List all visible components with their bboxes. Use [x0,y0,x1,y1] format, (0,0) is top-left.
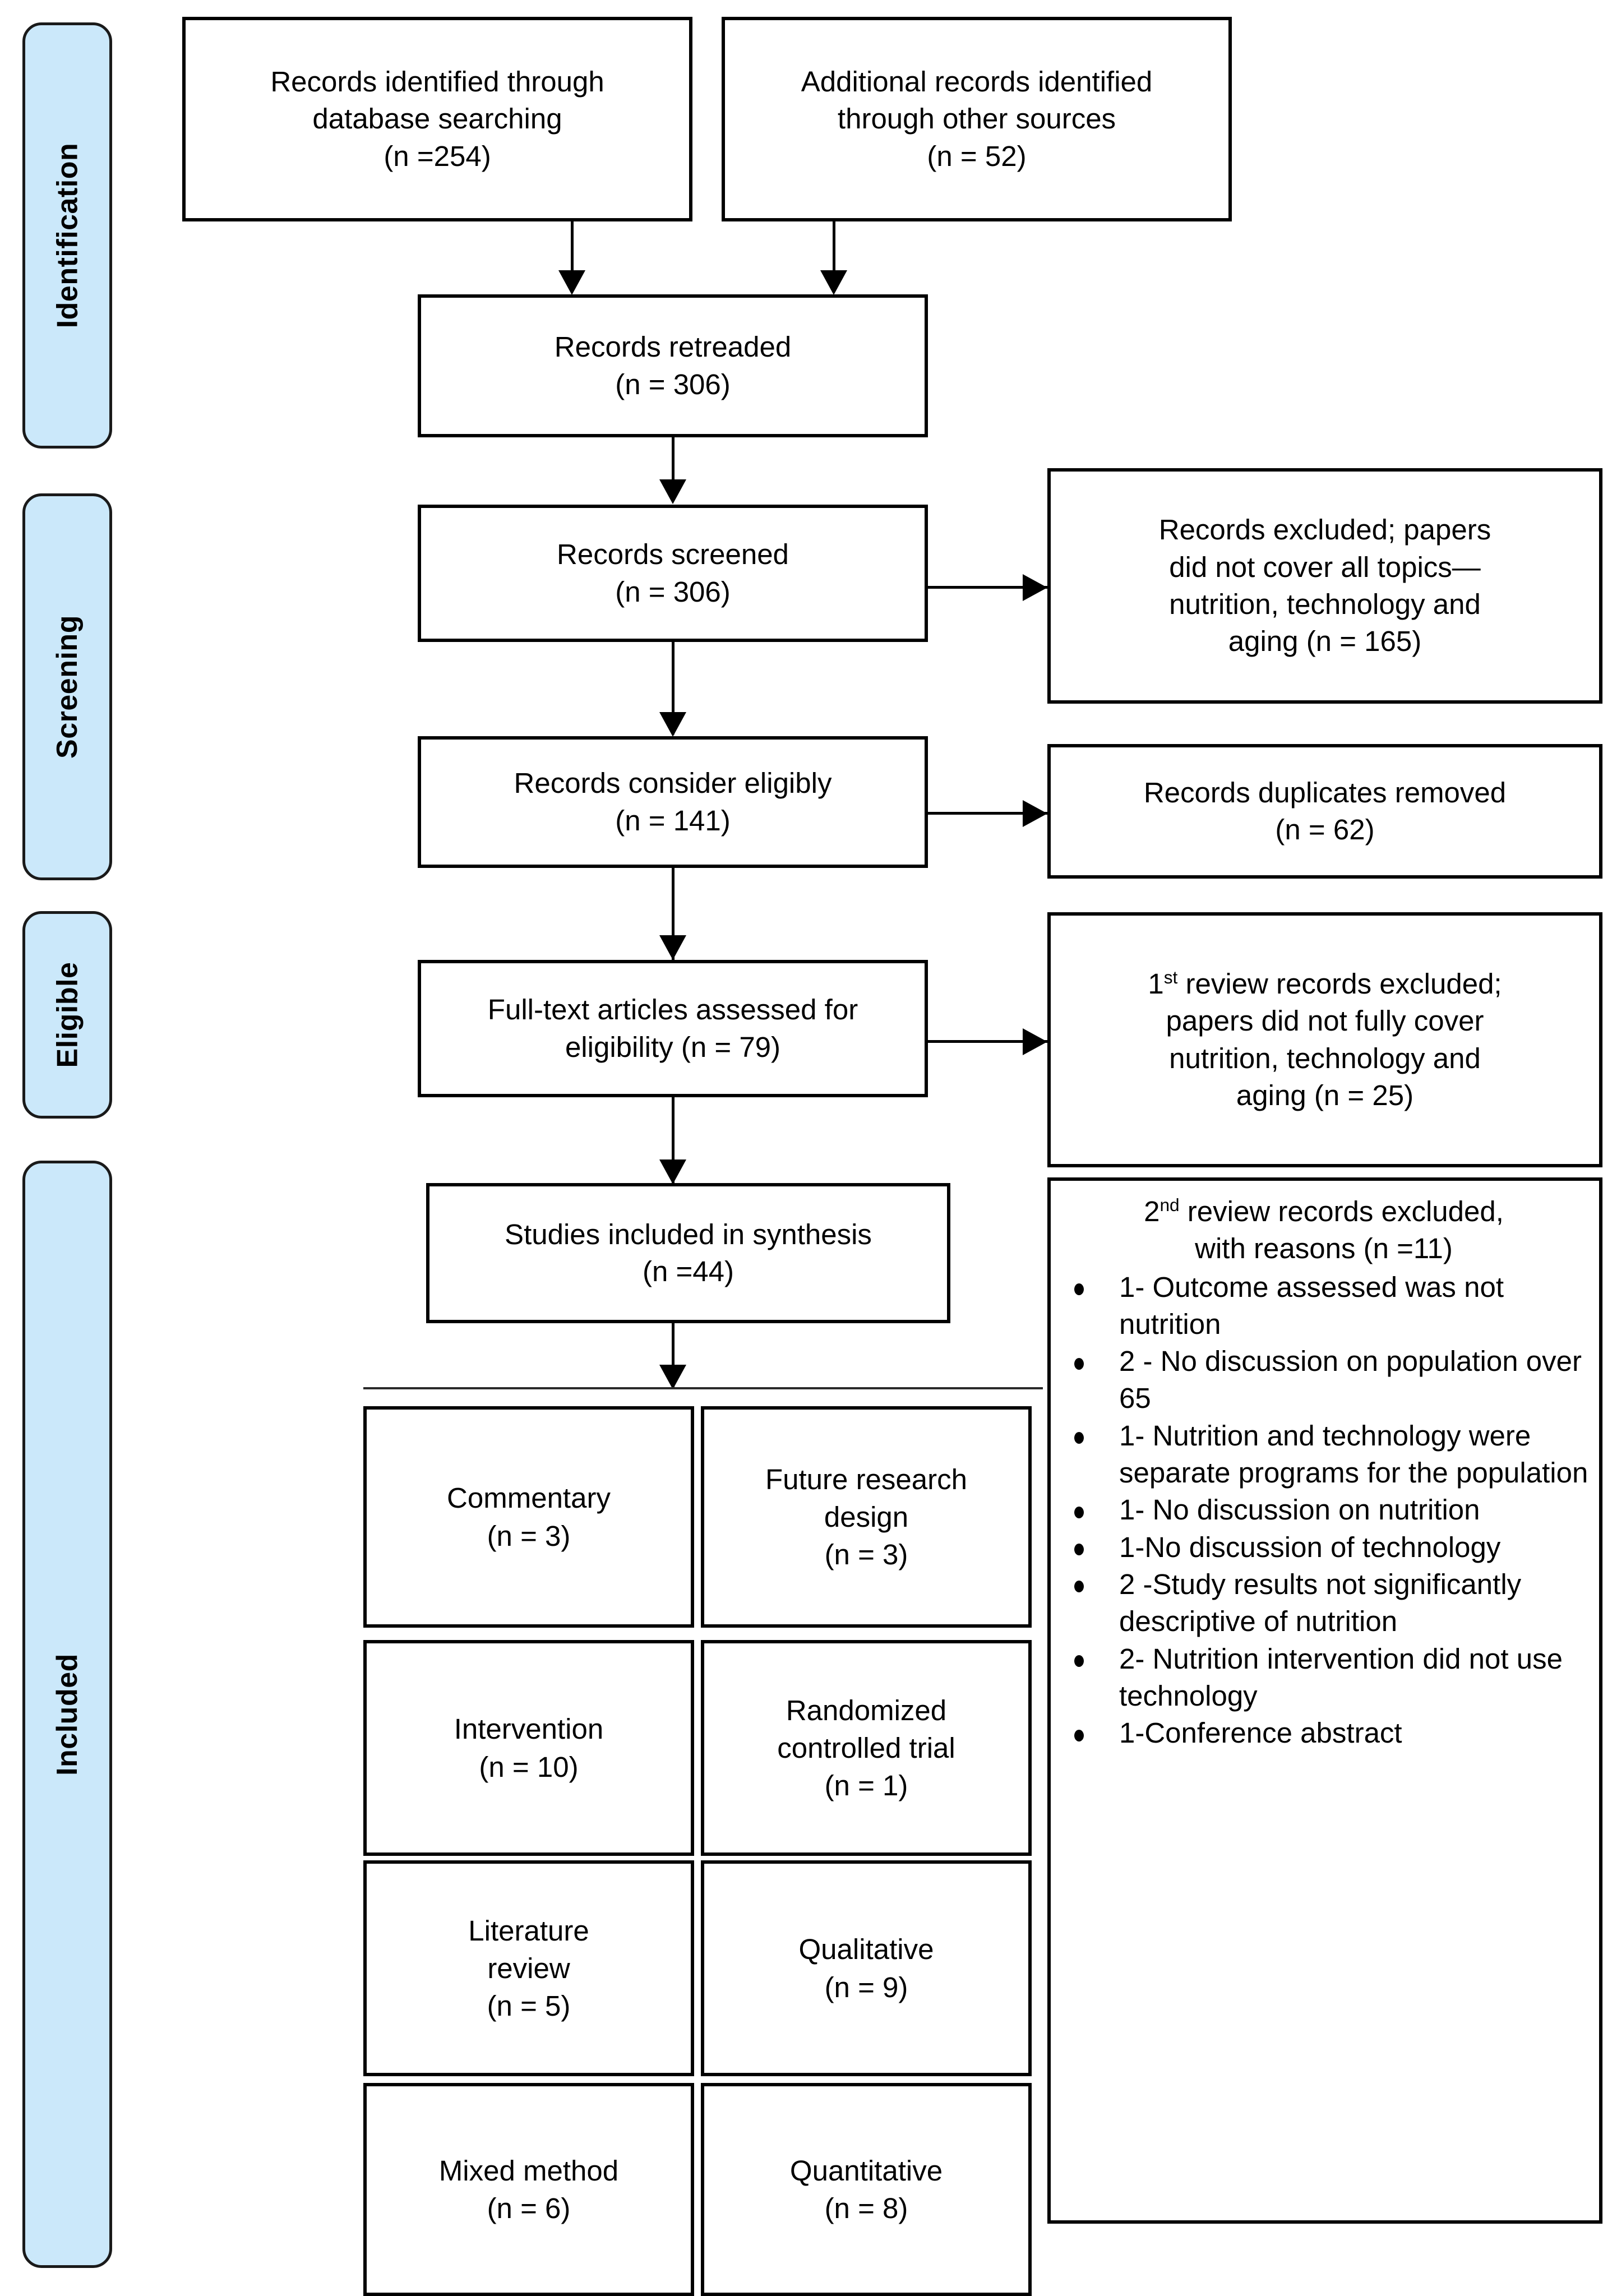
reason-item-text: 1-Conference abstract [1119,1717,1402,1749]
stage-pill-eligible: Eligible [22,911,112,1119]
study-type-quantitative-text: Quantitative (n = 8) [789,2154,943,2224]
connector-studies-to-types [672,1323,675,1388]
bullet-icon [1074,1506,1084,1518]
bullet-icon [1074,1655,1084,1667]
connector-retreaded-to-screened [672,437,675,499]
stage-pill-identification: Identification [22,22,112,449]
arrowhead-eligibly-to-fulltext [659,935,686,960]
study-type-qualitative-text: Qualitative (n = 9) [798,1933,934,2003]
box-additional-records-other-sources: Additional records identified through ot… [722,17,1232,221]
connector-eligibly-to-duplicates [928,812,1048,815]
second-review-excluded-heading: 2nd review records excluded, with reason… [1059,1193,1589,1268]
reason-item-text: 2 - No discussion on population over 65 [1119,1345,1582,1415]
box-records-excluded-topics: Records excluded; papers did not cover a… [1047,468,1602,704]
box-studies-included-synthesis-text: Studies included in synthesis (n =44) [505,1218,872,1287]
bullet-icon [1074,1544,1084,1556]
box-records-consider-eligibly: Records consider eligibly (n = 141) [418,736,928,868]
study-type-cell-intervention: Intervention (n = 10) [363,1640,694,1856]
box-first-review-excluded-prefix: 1 [1148,967,1164,1000]
box-records-retreaded-text: Records retreaded (n = 306) [554,331,792,400]
connector-fulltext-to-first-review [928,1040,1048,1043]
study-type-cell-commentary: Commentary (n = 3) [363,1406,694,1628]
study-type-cell-qualitative: Qualitative (n = 9) [701,1860,1032,2076]
connector-screened-to-excluded [928,586,1048,589]
study-type-commentary-text: Commentary (n = 3) [447,1482,611,1552]
study-type-cell-mixed-method: Mixed method (n = 6) [363,2083,694,2296]
box-records-duplicates-removed-text: Records duplicates removed (n = 62) [1143,776,1507,846]
reason-item: 1-No discussion of technology [1059,1529,1589,1566]
arrowhead-fulltext-to-studies [659,1159,686,1184]
stage-label-screening: Screening [51,615,84,759]
bullet-icon [1074,1581,1084,1593]
box-first-review-excluded-ordinal-suffix: st [1163,967,1178,987]
reason-item: 2 - No discussion on population over 65 [1059,1343,1589,1417]
connector-screened-to-eligibly [672,642,675,734]
arrowhead-screened-to-excluded [1023,574,1047,601]
study-type-mixed-method-text: Mixed method (n = 6) [438,2154,619,2224]
box-records-screened-text: Records screened (n = 306) [557,538,789,608]
box-records-excluded-topics-text: Records excluded; papers did not cover a… [1158,514,1491,658]
study-type-cell-future-research: Future research design (n = 3) [701,1406,1032,1628]
box-first-review-excluded-body: review records excluded; papers did not … [1166,967,1502,1111]
connector-eligibly-to-fulltext [672,868,675,960]
box-additional-records-other-sources-text: Additional records identified through ot… [801,66,1153,172]
box-records-identified-database-text: Records identified through database sear… [270,66,604,172]
stage-label-identification: Identification [51,142,84,329]
study-type-cell-quantitative: Quantitative (n = 8) [701,2083,1032,2296]
box-records-identified-database: Records identified through database sear… [182,17,692,221]
connector-fulltext-to-studies [672,1097,675,1184]
stage-label-eligible: Eligible [51,962,84,1068]
arrowhead-db-search-down [558,270,585,295]
connector-other-sources-down [833,221,835,289]
study-type-intervention-text: Intervention (n = 10) [454,1713,604,1783]
reason-item: 1- Outcome assessed was not nutrition [1059,1269,1589,1343]
box-records-consider-eligibly-text: Records consider eligibly (n = 141) [514,767,832,837]
box-records-screened: Records screened (n = 306) [418,505,928,642]
reason-item-text: 1- Nutrition and technology were separat… [1119,1419,1588,1489]
study-type-cell-literature-review: Literature review (n = 5) [363,1860,694,2076]
bullet-icon [1074,1357,1084,1370]
reason-item: 1-Conference abstract [1059,1715,1589,1752]
arrowhead-screened-to-eligibly [659,712,686,737]
bullet-icon [1074,1283,1084,1296]
second-review-heading-ordinal-suffix: nd [1159,1195,1180,1215]
study-type-rct-text: Randomized controlled trial (n = 1) [777,1694,955,1802]
box-first-review-excluded-text: 1st review records excluded; papers did … [1148,965,1502,1114]
connector-db-search-down [571,221,574,289]
reason-item: 2- Nutrition intervention did not use te… [1059,1641,1589,1715]
arrowhead-studies-to-types [659,1365,686,1389]
box-records-duplicates-removed: Records duplicates removed (n = 62) [1047,744,1602,879]
box-first-review-excluded: 1st review records excluded; papers did … [1047,912,1602,1167]
second-review-heading-prefix: 2 [1144,1195,1160,1227]
box-fulltext-articles-assessed-text: Full-text articles assessed for eligibil… [487,994,858,1063]
study-type-literature-review-text: Literature review (n = 5) [468,1914,589,2022]
second-review-reasons-list: 1- Outcome assessed was not nutrition 2 … [1059,1269,1589,1752]
arrowhead-retreaded-to-screened [659,479,686,504]
box-second-review-excluded-reasons: 2nd review records excluded, with reason… [1047,1177,1602,2224]
reason-item-text: 1- No discussion on nutrition [1119,1494,1480,1526]
bullet-icon [1074,1729,1084,1741]
box-studies-included-synthesis: Studies included in synthesis (n =44) [426,1183,950,1323]
reason-item-text: 1- Outcome assessed was not nutrition [1119,1271,1504,1340]
arrowhead-fulltext-to-first-review [1023,1028,1047,1055]
study-type-future-research-text: Future research design (n = 3) [765,1463,967,1571]
reason-item-text: 2 -Study results not significantly descr… [1119,1568,1522,1638]
arrowhead-eligibly-to-duplicates [1023,800,1047,827]
reason-item: 1- No discussion on nutrition [1059,1491,1589,1528]
reason-item-text: 2- Nutrition intervention did not use te… [1119,1642,1563,1712]
reason-item: 2 -Study results not significantly descr… [1059,1566,1589,1641]
reason-item: 1- Nutrition and technology were separat… [1059,1417,1589,1492]
study-types-top-rule [363,1387,1043,1389]
box-records-retreaded: Records retreaded (n = 306) [418,294,928,437]
bullet-icon [1074,1432,1084,1444]
reason-item-text: 1-No discussion of technology [1119,1531,1501,1563]
second-review-heading-body: review records excluded, with reasons (n… [1187,1195,1504,1265]
arrowhead-other-sources-down [820,270,847,295]
box-fulltext-articles-assessed: Full-text articles assessed for eligibil… [418,960,928,1097]
stage-label-included: Included [51,1653,84,1776]
study-type-cell-rct: Randomized controlled trial (n = 1) [701,1640,1032,1856]
stage-pill-screening: Screening [22,493,112,880]
stage-pill-included: Included [22,1161,112,2268]
